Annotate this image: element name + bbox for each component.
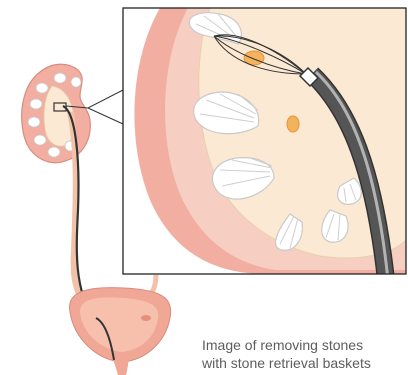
caption: Image of removing stones with stone retr… <box>202 336 402 372</box>
zoom-panel <box>123 8 406 280</box>
stone-icon <box>287 116 299 132</box>
overview-kidney <box>22 64 91 163</box>
caption-line-1: Image of removing stones <box>202 336 402 354</box>
caption-line-2: with stone retrieval baskets <box>202 354 402 372</box>
bladder-icon <box>69 288 170 375</box>
